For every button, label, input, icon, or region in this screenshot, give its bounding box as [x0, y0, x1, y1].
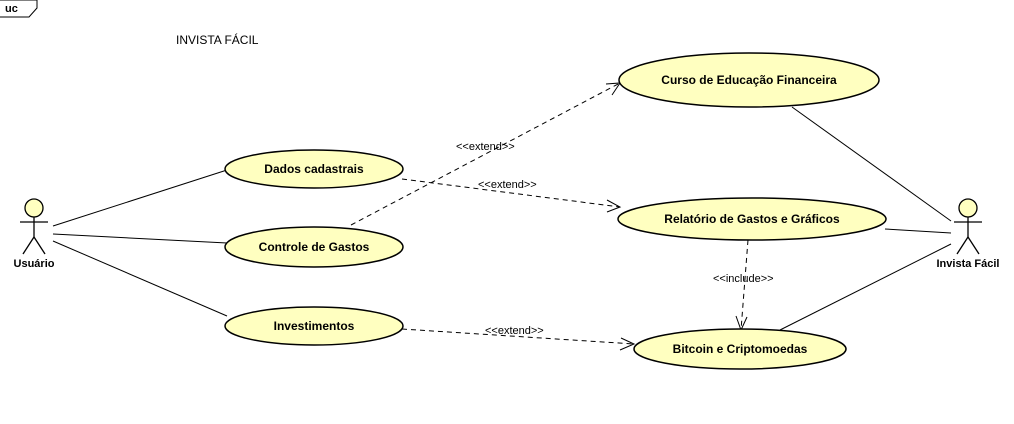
extend-label-dados-relatorio: <<extend>> — [478, 179, 537, 191]
use-case-label: Dados cadastrais — [264, 162, 364, 176]
frame-tag: uc — [0, 0, 38, 18]
include-label-relatorio-bitcoin: <<include>> — [713, 273, 774, 285]
assoc-invista-bitcoin[interactable] — [779, 243, 952, 331]
use-case-dados-cadastrais[interactable]: Dados cadastrais — [224, 149, 404, 189]
use-case-controle-de-gastos[interactable]: Controle de Gastos — [224, 226, 404, 268]
assoc-invista-curso[interactable] — [791, 106, 952, 222]
frame-tag-label: uc — [5, 3, 18, 15]
diagram-title: INVISTA FÁCIL — [176, 32, 259, 47]
assoc-usuario-dados[interactable] — [52, 169, 228, 227]
actor-label: Usuário — [14, 258, 55, 270]
extend-label-investimentos-bitcoin: <<extend>> — [485, 325, 544, 337]
assoc-usuario-controle[interactable] — [52, 233, 228, 244]
extend-label-controle-curso: <<extend>> — [456, 141, 515, 153]
dependency-controle-curso[interactable]: <<extend>> — [350, 82, 621, 226]
use-case-bitcoin-criptomoedas[interactable]: Bitcoin e Criptomoedas — [633, 328, 847, 370]
assoc-invista-relatorio[interactable] — [884, 228, 952, 234]
use-case-label: Controle de Gastos — [259, 240, 370, 254]
associations-invista — [779, 106, 952, 331]
use-case-label: Curso de Educação Financeira — [661, 73, 837, 87]
use-case-curso-educacao-financeira[interactable]: Curso de Educação Financeira — [618, 52, 880, 108]
use-case-investimentos[interactable]: Investimentos — [224, 306, 404, 346]
actor-stick-figure-icon — [20, 198, 48, 255]
actor-usuario[interactable]: Usuário — [14, 198, 55, 270]
associations-usuario — [52, 169, 228, 317]
actor-invista-facil[interactable]: Invista Fácil — [937, 198, 1000, 270]
dependency-relatorio-bitcoin[interactable]: <<include>> — [713, 239, 774, 332]
dependency-dados-relatorio[interactable]: <<extend>> — [401, 178, 622, 213]
assoc-usuario-investimentos[interactable] — [52, 240, 228, 317]
use-case-label: Investimentos — [274, 319, 355, 333]
actor-stick-figure-icon — [954, 198, 982, 255]
dependency-investimentos-bitcoin[interactable]: <<extend>> — [401, 325, 636, 351]
use-case-label: Relatório de Gastos e Gráficos — [664, 212, 840, 226]
actor-label: Invista Fácil — [937, 258, 1000, 270]
use-case-label: Bitcoin e Criptomoedas — [673, 342, 808, 356]
use-case-relatorio-gastos-graficos[interactable]: Relatório de Gastos e Gráficos — [617, 197, 887, 241]
